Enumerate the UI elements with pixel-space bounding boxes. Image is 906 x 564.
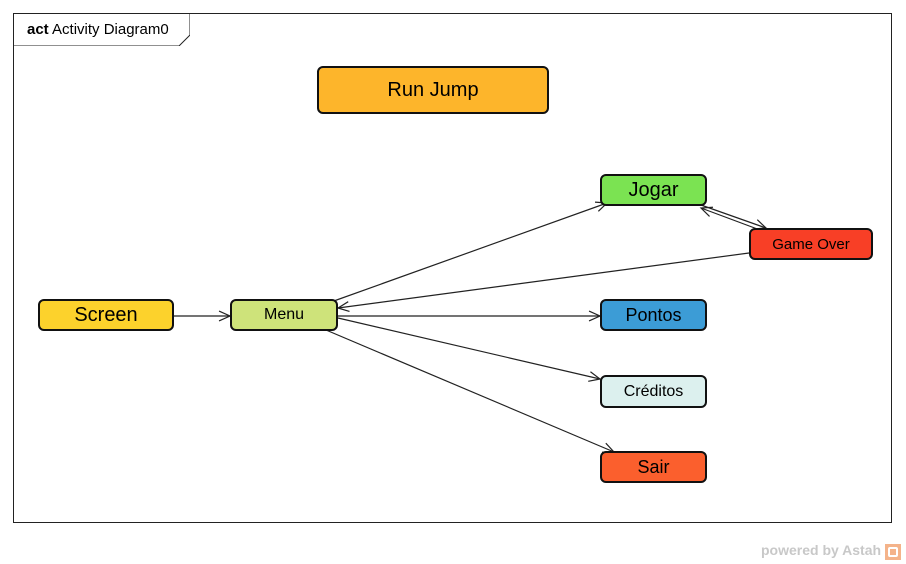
frame-tab bbox=[13, 13, 190, 46]
edge-screen-to-menu bbox=[174, 310, 232, 322]
arrowhead bbox=[699, 206, 714, 217]
astah-logo-icon bbox=[885, 544, 901, 560]
edge-gameover-to-jogar bbox=[699, 206, 761, 231]
edge-menu-to-creditos bbox=[337, 317, 602, 382]
astah-brand: powered by Astah bbox=[761, 542, 882, 558]
node-jogar[interactable]: Jogar bbox=[600, 174, 707, 206]
diagram-frame bbox=[13, 13, 892, 523]
node-menu[interactable]: Menu bbox=[230, 299, 338, 331]
node-pontos-label: Pontos bbox=[625, 304, 682, 325]
frame-keyword: act bbox=[27, 21, 49, 38]
node-game-over[interactable]: Game Over bbox=[749, 228, 873, 260]
node-sair[interactable]: Sair bbox=[600, 451, 707, 483]
node-creditos[interactable]: Créditos bbox=[600, 375, 707, 408]
node-game-over-label: Game Over bbox=[772, 235, 850, 253]
edge-gameover-to-menu bbox=[336, 252, 750, 312]
node-menu-label: Menu bbox=[263, 306, 305, 323]
frame-name: Activity Diagram0 bbox=[52, 21, 169, 38]
title-node[interactable]: Run Jump bbox=[317, 66, 549, 114]
edge-jogar-to-gameover bbox=[700, 204, 768, 230]
arrowhead bbox=[336, 301, 350, 312]
node-creditos-label: Créditos bbox=[623, 382, 684, 400]
node-jogar-label: Jogar bbox=[628, 178, 679, 201]
node-pontos[interactable]: Pontos bbox=[600, 299, 707, 331]
edge-menu-to-pontos bbox=[338, 310, 602, 322]
edge-menu-to-jogar bbox=[330, 201, 609, 303]
frame-label: act Activity Diagram0 bbox=[27, 21, 169, 38]
node-sair-label: Sair bbox=[637, 456, 670, 477]
node-screen-label: Screen bbox=[74, 303, 138, 326]
node-screen[interactable]: Screen bbox=[38, 299, 174, 331]
title-node-label: Run Jump bbox=[387, 78, 479, 101]
